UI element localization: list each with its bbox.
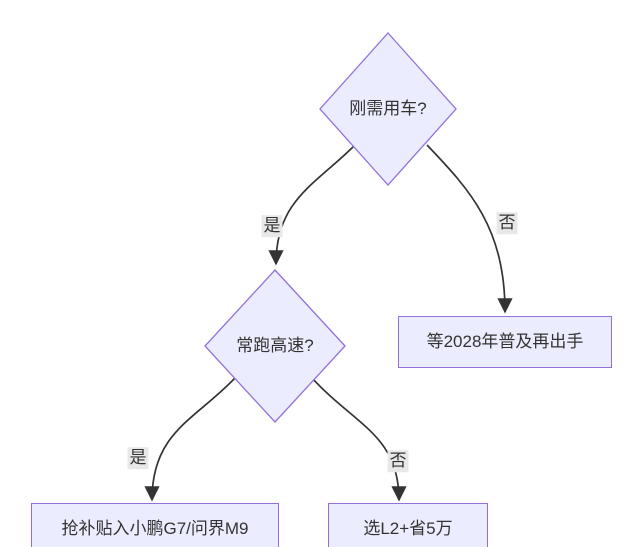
result-node-buy-g7-m9: 抢补贴入小鹏G7/问界M9	[31, 503, 279, 547]
edge-yes-to-highway	[268, 144, 356, 266]
result-node-choose-l2: 选L2+省5万	[328, 503, 488, 547]
edge-label-no-1: 否	[496, 212, 518, 234]
result-node-wait-2028: 等2028年普及再出手	[398, 316, 612, 368]
decision-node-highway-shape	[204, 269, 346, 423]
edge-label-no-2: 否	[387, 450, 409, 472]
edge-label-yes-1: 是	[261, 215, 283, 237]
edge-no-to-choose-l2	[311, 377, 407, 502]
edge-no-to-wait-2028	[426, 144, 513, 314]
decision-node-need-car-shape	[319, 32, 457, 186]
edge-label-yes-2: 是	[127, 447, 149, 469]
edge-yes-to-buy-g7-m9	[144, 377, 236, 502]
decision-node-highway-label: 常跑高速?	[236, 336, 314, 356]
decision-node-need-car-label: 刚需用车?	[349, 99, 427, 119]
